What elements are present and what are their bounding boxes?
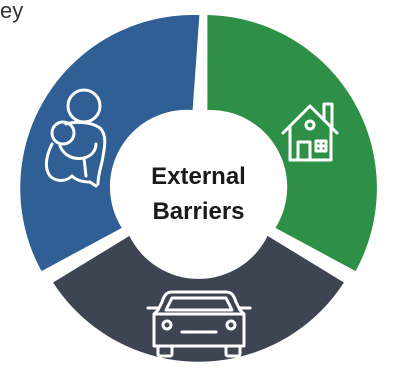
- house-icon: [281, 102, 339, 162]
- center-hub: [121, 111, 276, 265]
- center-title-line2: Barriers: [152, 198, 244, 225]
- segment-caregiving: [20, 15, 200, 272]
- parent-child-icon: [44, 88, 107, 188]
- clipped-corner-text: ey: [0, 0, 24, 23]
- center-title-line1: External: [151, 163, 246, 190]
- car-icon: [146, 290, 252, 358]
- segment-housing: [207, 15, 377, 272]
